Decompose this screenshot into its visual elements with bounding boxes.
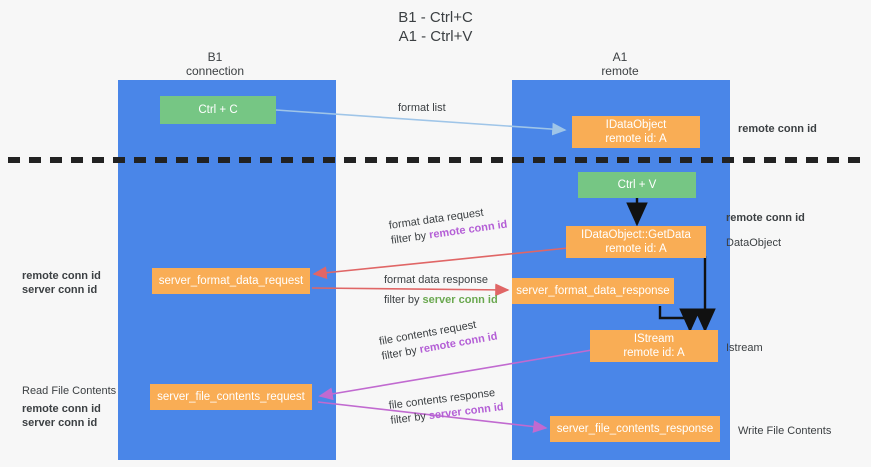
box-idataobject-getdata[interactable]: IDataObject::GetData remote id: A [566, 226, 706, 258]
box-server-format-data-response[interactable]: server_format_data_response [512, 278, 674, 304]
annotation-left-read-file-contents: Read File Contents [22, 385, 117, 397]
filter-prefix: filter by [384, 294, 423, 306]
box-server-file-contents-request[interactable]: server_file_contents_request [150, 384, 312, 410]
annotation-right-write-file-contents: Write File Contents [738, 425, 832, 437]
column-header-b1: B1 connection [145, 50, 285, 78]
filter-key-server-conn-id: server conn id [422, 294, 498, 306]
box-idataobject-getdata-line1: IDataObject::GetData [581, 229, 691, 241]
edge-label-file-contents-request: file contents request filter by remote c… [378, 315, 499, 365]
edge-label-format-data-response-filter: filter by server conn id [384, 293, 498, 308]
box-server-file-contents-request-label: server_file_contents_request [157, 391, 305, 403]
box-server-file-contents-response[interactable]: server_file_contents_response [550, 416, 720, 442]
title-line-2: A1 - Ctrl+V [398, 28, 473, 45]
edge-label-file-contents-response: file contents response filter by server … [388, 385, 505, 429]
annotation-right-dataobject: DataObject [726, 237, 782, 249]
box-ctrl-v-label: Ctrl + V [617, 179, 657, 191]
box-idataobject-getdata-line2: remote id: A [605, 243, 667, 255]
box-ctrl-v[interactable]: Ctrl + V [578, 172, 696, 198]
box-server-format-data-response-label: server_format_data_response [516, 285, 670, 297]
annotation-left-mid-server-conn-id: server conn id [22, 284, 98, 296]
column-header-b1-role: connection [185, 64, 245, 78]
box-istream[interactable]: IStream remote id: A [590, 330, 718, 362]
box-ctrl-c-label: Ctrl + C [198, 104, 238, 116]
edge-label-format-data-response-text: format data response [384, 274, 488, 286]
edge-label-format-data-response: format data response filter by server co… [384, 273, 498, 308]
edge-label-format-list-text: format list [398, 102, 446, 114]
annotation-left-bot-server-conn-id: server conn id [22, 417, 98, 429]
annotation-right-istream: Istream [726, 342, 763, 354]
filter-prefix: filter by [390, 229, 431, 247]
box-server-format-data-request-label: server_format_data_request [158, 275, 304, 287]
column-header-b1-name: B1 [207, 50, 223, 64]
column-header-a1-name: A1 [612, 50, 628, 64]
annotation-right-top-remote-conn-id: remote conn id [738, 123, 817, 135]
box-server-format-data-request[interactable]: server_format_data_request [152, 268, 310, 294]
box-idataobject-top-line1: IDataObject [605, 119, 667, 131]
box-istream-line1: IStream [633, 333, 675, 345]
column-header-a1: A1 remote [550, 50, 690, 78]
annotation-left-mid-remote-conn-id: remote conn id [22, 270, 101, 282]
annotation-right-mid-remote-conn-id: remote conn id [726, 212, 805, 224]
title-line-1: B1 - Ctrl+C [398, 9, 473, 26]
page-title: B1 - Ctrl+C A1 - Ctrl+V [0, 8, 871, 46]
annotation-left-bot-remote-conn-id: remote conn id [22, 403, 101, 415]
edge-label-format-list: format list [398, 101, 446, 116]
box-ctrl-c[interactable]: Ctrl + C [160, 96, 276, 124]
box-server-file-contents-response-label: server_file_contents_response [556, 423, 714, 435]
box-idataobject-top[interactable]: IDataObject remote id: A [572, 116, 700, 148]
edge-label-format-data-request: format data request filter by remote con… [388, 203, 508, 249]
column-header-a1-role: remote [601, 64, 639, 78]
box-istream-line2: remote id: A [623, 347, 685, 359]
filter-prefix: filter by [389, 410, 430, 427]
box-idataobject-top-line2: remote id: A [605, 133, 667, 145]
